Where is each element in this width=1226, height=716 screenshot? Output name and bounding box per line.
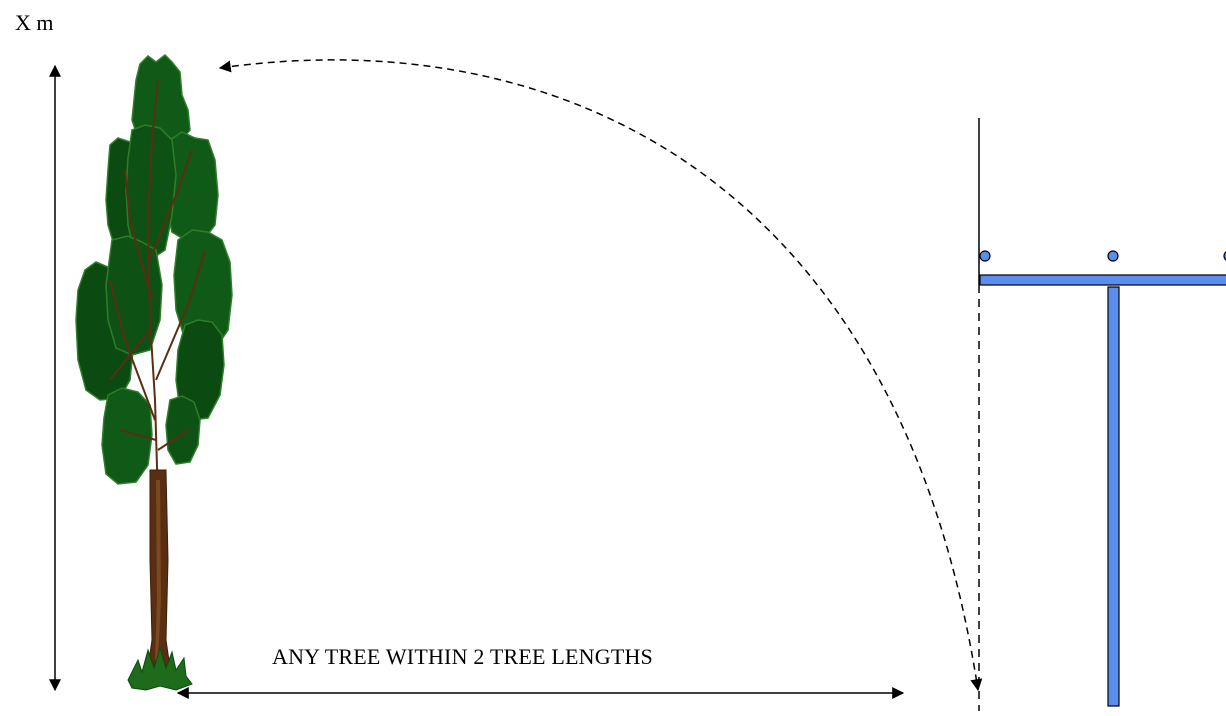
grass-tuft: [127, 646, 193, 691]
pole: [1107, 286, 1120, 707]
crossarm: [979, 274, 1226, 286]
tree-trunk-highlight: [155, 480, 161, 660]
tree-foliage: [75, 54, 233, 485]
distance-rule-label: ANY TREE WITHIN 2 TREE LENGTHS: [272, 644, 653, 669]
fall-arc-arrow: [218, 59, 983, 692]
tree-height-label: X m: [15, 10, 54, 35]
insulator-middle-icon: [1107, 250, 1119, 262]
tree-icon: [75, 54, 233, 691]
tee-structure-icon: [979, 250, 1226, 707]
insulator-left-icon: [979, 250, 991, 262]
tree-branches: [109, 79, 206, 501]
